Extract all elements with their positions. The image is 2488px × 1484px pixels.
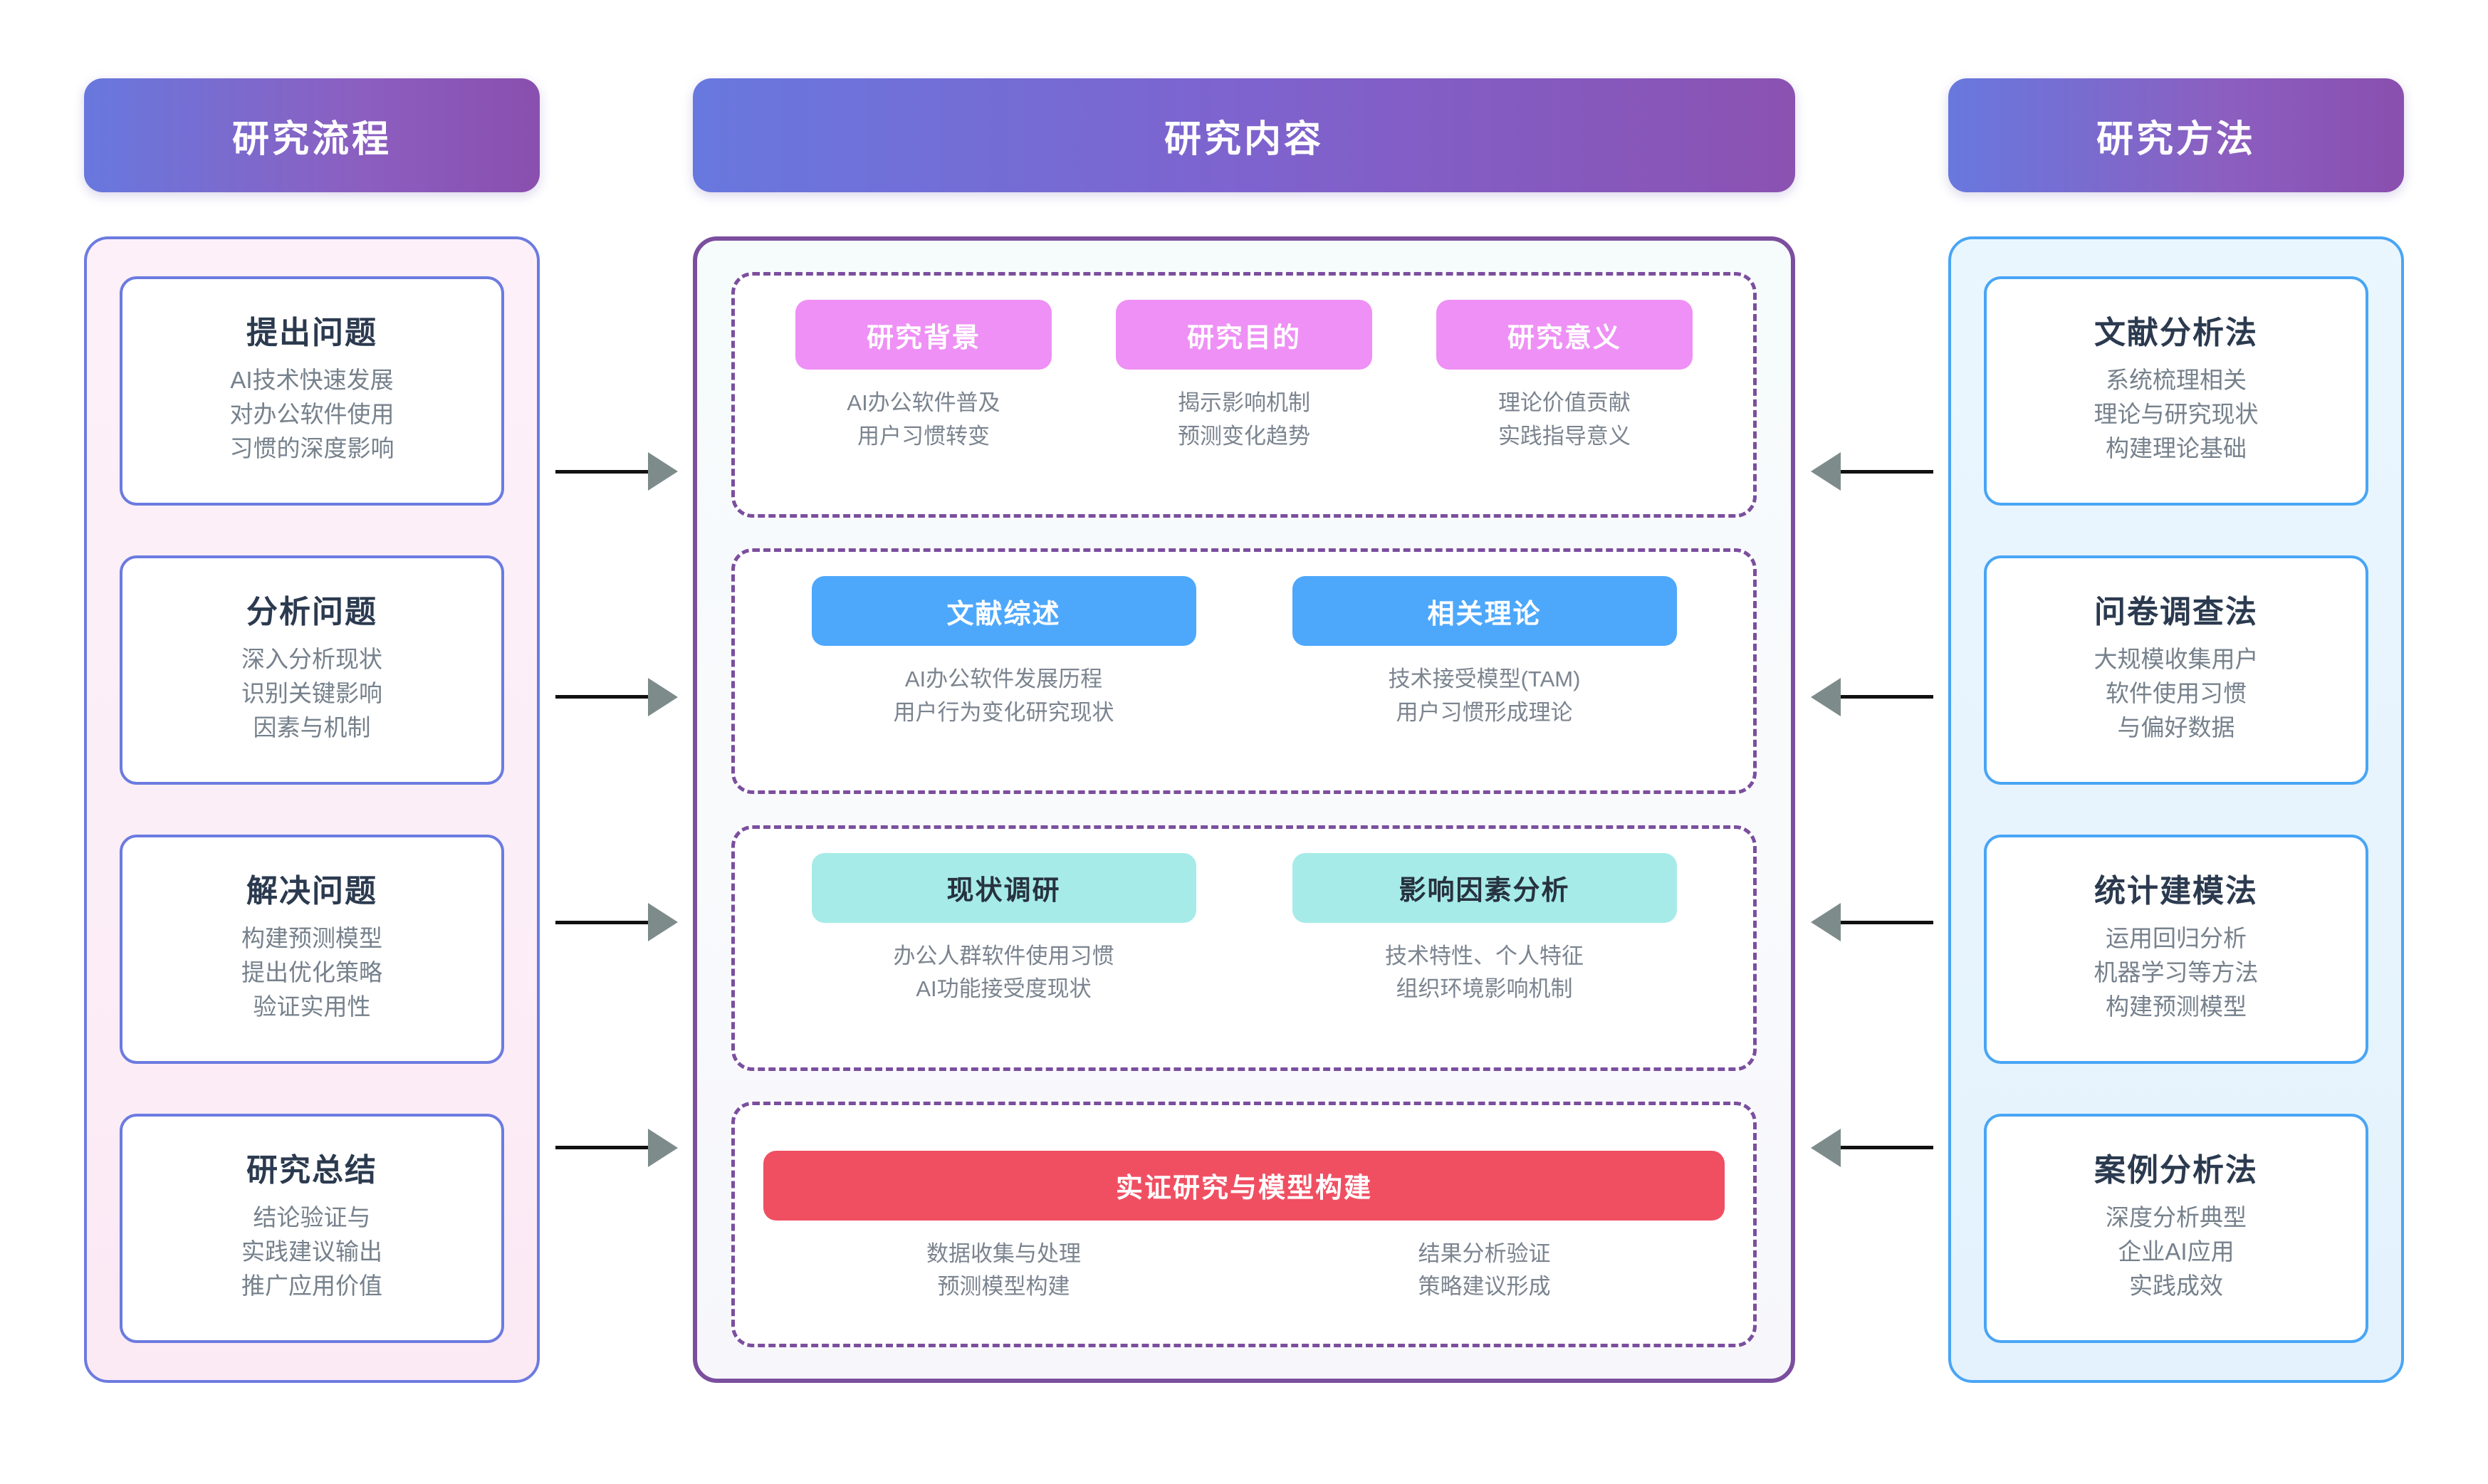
research-process-panel: 提出问题 AI技术快速发展 对办公软件使用 习惯的深度影响 分析问题 深入分析现… (84, 236, 540, 1383)
arrow-shaft (1840, 469, 1933, 474)
process-card-4-title: 研究总结 (246, 1153, 377, 1188)
process-card-3[interactable]: 解决问题 构建预测模型 提出优化策略 验证实用性 (120, 835, 504, 1064)
arrow-shaft (555, 920, 648, 924)
content-item-status-survey[interactable]: 现状调研 办公人群软件使用习惯 AI功能接受度现状 (763, 852, 1244, 1006)
pill-research-purpose[interactable]: 研究目的 (1115, 300, 1372, 370)
desc-research-significance: 理论价值贡献 实践指导意义 (1497, 390, 1631, 449)
arrow-head (647, 1128, 678, 1167)
research-process-column: 研究流程 提出问题 AI技术快速发展 对办公软件使用 习惯的深度影响 分析问题 … (84, 78, 540, 1383)
content-group-empirical: 实证研究与模型构建 数据收集与处理 预测模型构建 结果分析验证 策略建议形成 (731, 1101, 1757, 1347)
arrow-head (1810, 903, 1841, 942)
pill-status-survey[interactable]: 现状调研 (811, 852, 1196, 923)
content-item-data-collection: 数据收集与处理 预测模型构建 (763, 1238, 1244, 1304)
content-group-survey: 现状调研 办公人群软件使用习惯 AI功能接受度现状 影响因素分析 技术特性、个人… (731, 825, 1757, 1071)
research-method-header: 研究方法 (1948, 78, 2404, 192)
process-card-2-desc: 深入分析现状 识别关键影响 因素与机制 (241, 646, 382, 741)
content-group-background: 研究背景 AI办公软件普及 用户习惯转变 研究目的 揭示影响机制 预测变化趋势 … (731, 272, 1757, 518)
research-content-panel: 研究背景 AI办公软件普及 用户习惯转变 研究目的 揭示影响机制 预测变化趋势 … (693, 236, 1795, 1383)
method-card-2-desc: 大规模收集用户 软件使用习惯 与偏好数据 (2094, 646, 2259, 741)
desc-literature-review: AI办公软件发展历程 用户行为变化研究现状 (893, 667, 1114, 725)
method-card-4[interactable]: 案例分析法 深度分析典型 企业AI应用 实践成效 (1984, 1114, 2368, 1343)
arrow-shaft (555, 695, 648, 699)
pill-research-significance[interactable]: 研究意义 (1436, 300, 1693, 370)
desc-factor-analysis: 技术特性、个人特征 组织环境影响机制 (1385, 943, 1584, 1002)
right-arrow-icon-1 (555, 359, 678, 585)
method-card-3-desc: 运用回归分析 机器学习等方法 构建预测模型 (2094, 925, 2259, 1020)
left-arrow-icon-3 (1810, 810, 1933, 1035)
pill-literature-review[interactable]: 文献综述 (811, 576, 1196, 647)
content-item-research-significance[interactable]: 研究意义 理论价值贡献 实践指导意义 (1404, 300, 1725, 453)
desc-data-collection: 数据收集与处理 预测模型构建 (926, 1240, 1081, 1300)
method-card-3-title: 统计建模法 (2094, 874, 2258, 909)
research-process-header: 研究流程 (84, 78, 540, 192)
right-arrow-icon-2 (555, 585, 678, 810)
content-item-research-background[interactable]: 研究背景 AI办公软件普及 用户习惯转变 (763, 300, 1084, 453)
pill-research-background[interactable]: 研究背景 (795, 300, 1052, 370)
method-card-4-desc: 深度分析典型 企业AI应用 实践成效 (2106, 1204, 2247, 1300)
process-card-4[interactable]: 研究总结 结论验证与 实践建议输出 推广应用价值 (120, 1114, 504, 1343)
method-card-4-title: 案例分析法 (2094, 1153, 2258, 1188)
right-arrow-group (1795, 236, 1948, 1383)
arrow-shaft (1840, 695, 1933, 699)
left-arrow-group (540, 236, 693, 1383)
content-group-literature: 文献综述 AI办公软件发展历程 用户行为变化研究现状 相关理论 技术接受模型(T… (731, 548, 1757, 795)
content-item-research-purpose[interactable]: 研究目的 揭示影响机制 预测变化趋势 (1084, 300, 1404, 453)
process-card-2-title: 分析问题 (246, 595, 377, 630)
arrow-head (1810, 452, 1841, 491)
arrow-head (647, 903, 678, 942)
process-card-1-desc: AI技术快速发展 对办公软件使用 习惯的深度影响 (229, 367, 394, 462)
left-arrow-icon-1 (1810, 359, 1933, 585)
arrow-head (647, 677, 678, 716)
empirical-desc-row: 数据收集与处理 预测模型构建 结果分析验证 策略建议形成 (763, 1238, 1725, 1304)
left-arrow-icon-4 (1810, 1035, 1933, 1261)
research-content-header: 研究内容 (693, 78, 1795, 192)
desc-research-purpose: 揭示影响机制 预测变化趋势 (1177, 390, 1310, 449)
process-card-2[interactable]: 分析问题 深入分析现状 识别关键影响 因素与机制 (120, 555, 504, 785)
process-card-3-title: 解决问题 (246, 874, 377, 909)
arrow-head (1810, 1128, 1841, 1167)
method-card-2-title: 问卷调查法 (2094, 595, 2258, 630)
arrow-shaft (555, 469, 648, 474)
arrow-head (1810, 677, 1841, 716)
method-card-3[interactable]: 统计建模法 运用回归分析 机器学习等方法 构建预测模型 (1984, 835, 2368, 1064)
desc-status-survey: 办公人群软件使用习惯 AI功能接受度现状 (893, 943, 1114, 1002)
arrow-head (647, 452, 678, 491)
method-card-1-desc: 系统梳理相关 理论与研究现状 构建理论基础 (2094, 367, 2259, 462)
pill-empirical-research[interactable]: 实证研究与模型构建 (763, 1150, 1725, 1221)
pill-related-theory[interactable]: 相关理论 (1292, 576, 1677, 647)
pill-factor-analysis[interactable]: 影响因素分析 (1292, 852, 1677, 923)
content-item-literature-review[interactable]: 文献综述 AI办公软件发展历程 用户行为变化研究现状 (763, 576, 1244, 729)
content-item-result-analysis: 结果分析验证 策略建议形成 (1244, 1238, 1725, 1304)
process-card-4-desc: 结论验证与 实践建议输出 推广应用价值 (241, 1204, 382, 1300)
desc-research-background: AI办公软件普及 用户习惯转变 (847, 390, 1000, 449)
arrow-shaft (1840, 1146, 1933, 1150)
right-arrow-icon-4 (555, 1035, 678, 1261)
process-card-3-desc: 构建预测模型 提出优化策略 验证实用性 (241, 925, 382, 1020)
research-method-column: 研究方法 文献分析法 系统梳理相关 理论与研究现状 构建理论基础 问卷调查法 大… (1948, 78, 2404, 1383)
right-arrow-icon-3 (555, 810, 678, 1035)
method-card-1[interactable]: 文献分析法 系统梳理相关 理论与研究现状 构建理论基础 (1984, 276, 2368, 506)
arrow-shaft (1840, 920, 1933, 924)
research-content-column: 研究内容 研究背景 AI办公软件普及 用户习惯转变 研究目的 揭示影响机制 预测… (693, 78, 1795, 1383)
desc-result-analysis: 结果分析验证 策略建议形成 (1418, 1240, 1551, 1300)
process-card-1-title: 提出问题 (246, 315, 377, 351)
content-item-factor-analysis[interactable]: 影响因素分析 技术特性、个人特征 组织环境影响机制 (1244, 852, 1725, 1006)
left-arrow-icon-2 (1810, 585, 1933, 810)
content-item-related-theory[interactable]: 相关理论 技术接受模型(TAM) 用户习惯形成理论 (1244, 576, 1725, 729)
process-card-1[interactable]: 提出问题 AI技术快速发展 对办公软件使用 习惯的深度影响 (120, 276, 504, 506)
arrow-shaft (555, 1146, 648, 1150)
research-method-panel: 文献分析法 系统梳理相关 理论与研究现状 构建理论基础 问卷调查法 大规模收集用… (1948, 236, 2404, 1383)
desc-related-theory: 技术接受模型(TAM) 用户习惯形成理论 (1388, 667, 1581, 725)
method-card-2[interactable]: 问卷调查法 大规模收集用户 软件使用习惯 与偏好数据 (1984, 555, 2368, 785)
method-card-1-title: 文献分析法 (2094, 315, 2258, 351)
